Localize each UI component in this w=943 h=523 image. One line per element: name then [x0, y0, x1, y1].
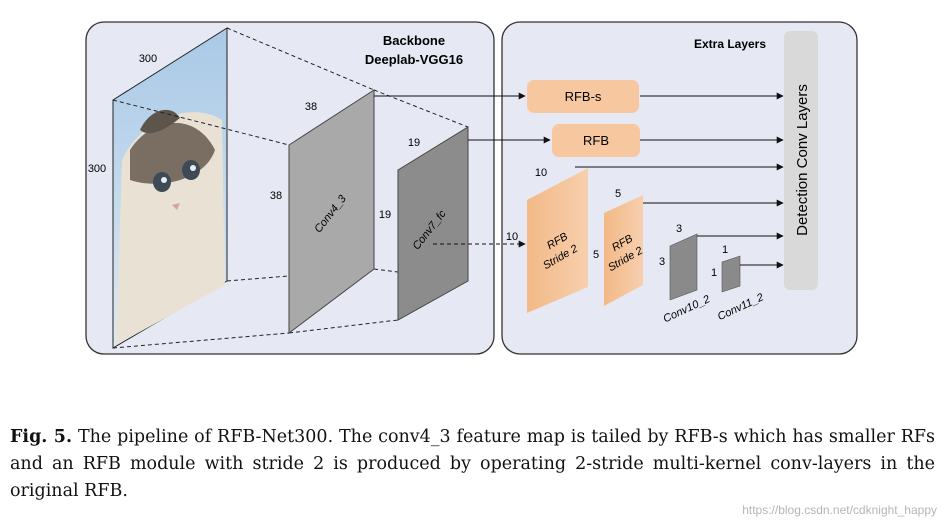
input-width-label: 300	[139, 53, 157, 65]
conv4-3-block	[288, 89, 375, 335]
conv4-3-width-label: 38	[305, 101, 317, 113]
rfb-stride2-block-1	[527, 168, 588, 313]
conv7-fc-block	[397, 126, 469, 321]
backbone-subtitle: Deeplab-VGG16	[365, 52, 463, 67]
input-image	[112, 27, 228, 349]
detection-conv-label: Detection Conv Layers	[794, 84, 811, 236]
rfb-s-box	[527, 80, 639, 113]
caption-text: The pipeline of RFB-Net300. The conv4_3 …	[10, 427, 935, 501]
conv11-height-label: 1	[711, 267, 717, 279]
rfb1-input-label: 10	[506, 231, 518, 243]
conv10-height-label: 3	[659, 256, 665, 268]
figure-number: Fig. 5.	[10, 427, 73, 447]
watermark: https://blog.csdn.net/cdknight_happy	[742, 503, 937, 517]
figure-caption: Fig. 5. The pipeline of RFB-Net300. The …	[10, 424, 935, 505]
rfb-box	[552, 124, 640, 157]
detection-conv-bar	[784, 31, 818, 290]
rfb1-width-label: 10	[535, 167, 547, 179]
conv11-width-label: 1	[722, 244, 728, 256]
input-height-label: 300	[88, 163, 106, 175]
connection-arrows	[374, 92, 784, 269]
conv7-height-label: 19	[379, 209, 391, 221]
conv7-width-label: 19	[408, 137, 420, 149]
conv10-width-label: 3	[676, 223, 682, 235]
extra-layers-title: Extra Layers	[694, 37, 766, 51]
rfb-s-label: RFB-s	[565, 89, 602, 104]
backbone-title: Backbone	[383, 33, 445, 48]
rfb-label: RFB	[583, 133, 609, 148]
rfb2-width-label: 5	[615, 188, 621, 200]
rfb-stride2-block-2	[604, 195, 643, 306]
conv10-2-block	[669, 233, 698, 301]
conv4-3-height-label: 38	[270, 190, 282, 202]
conv11-2-block	[721, 255, 741, 293]
rfb2-height-label: 5	[593, 249, 599, 261]
